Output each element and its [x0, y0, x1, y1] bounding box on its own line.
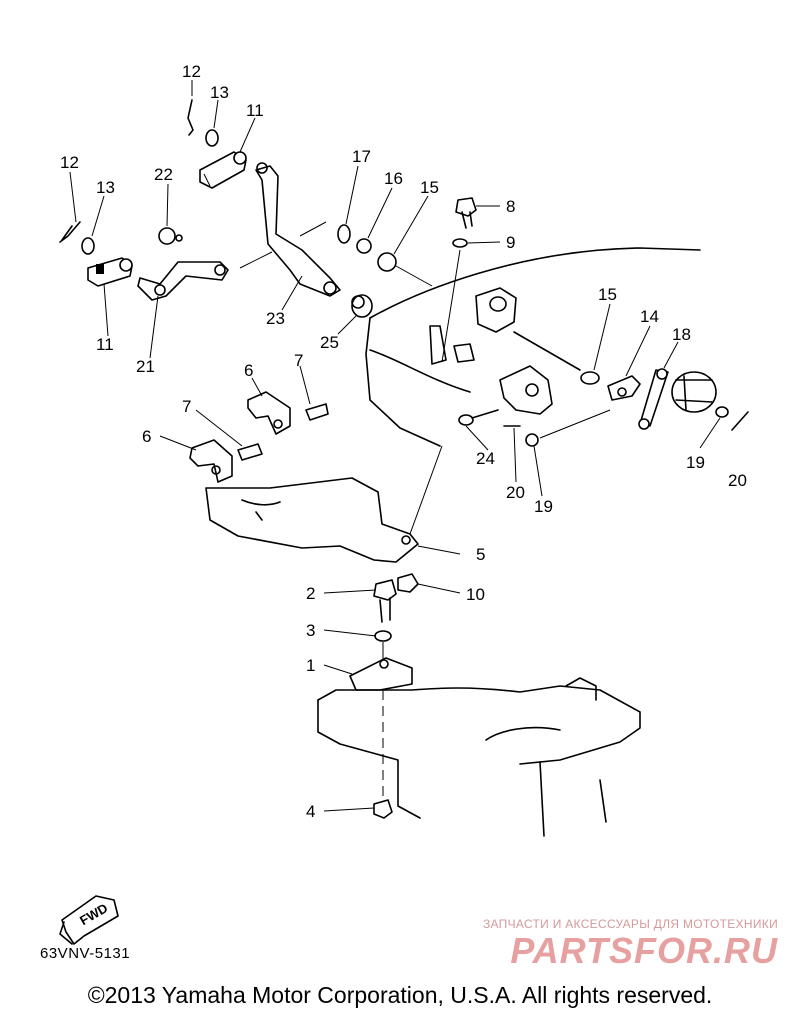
lever-assembly [475, 287, 581, 415]
cam-knob [671, 371, 717, 413]
watermark-logo: PARTSFOR.RU [510, 930, 778, 971]
nut-22 [158, 227, 176, 245]
callout-12-upper: 12 [182, 62, 201, 81]
callout-6-lower: 6 [142, 427, 151, 446]
cotter-pin-12-left [59, 221, 81, 243]
callout-20-center: 20 [506, 483, 525, 502]
callout-16: 16 [384, 169, 403, 188]
callout-15-upper: 15 [420, 178, 439, 197]
lower-case [317, 677, 641, 837]
shift-rod-21 [137, 261, 229, 301]
washer-19-center [525, 433, 539, 447]
callout-2: 2 [306, 584, 315, 603]
washer-3 [374, 630, 392, 642]
shift-lever-23 [255, 165, 341, 297]
washer-13-upper [205, 129, 219, 147]
nut-15-upper [377, 252, 397, 272]
callout-6-upper: 6 [244, 361, 253, 380]
callout-7-upper: 7 [294, 351, 303, 370]
callout-7-lower: 7 [182, 397, 191, 416]
washer-13-left [81, 237, 95, 255]
callout-1: 1 [306, 656, 315, 675]
bracket-6-upper [247, 391, 291, 435]
parts-artwork [59, 80, 749, 837]
callout-15-right: 15 [598, 285, 617, 304]
washer-17 [337, 224, 351, 244]
joint-11-upper [199, 151, 247, 189]
callout-18: 18 [672, 325, 691, 344]
callout-13-left: 13 [96, 178, 115, 197]
callout-13-upper: 13 [210, 83, 229, 102]
pin-7-lower [237, 443, 263, 461]
callout-11-left: 11 [96, 335, 114, 354]
bracket-6-lower [189, 439, 233, 483]
nut-10 [397, 573, 419, 593]
bracket-housing [365, 247, 701, 447]
callout-labels: 12 13 11 12 13 22 11 21 23 17 16 15 8 9 … [60, 62, 747, 821]
bolt-2 [373, 579, 397, 623]
collar-25 [351, 294, 373, 318]
callout-11-upper: 11 [246, 101, 264, 120]
cotter-pin-12-upper [187, 99, 194, 136]
callout-20-right: 20 [728, 471, 747, 490]
callout-3: 3 [306, 621, 315, 640]
screw-24 [458, 409, 499, 426]
bolt-8 [455, 197, 477, 229]
joint-11-left [87, 257, 133, 287]
bracket-1 [349, 657, 413, 691]
callout-22: 22 [154, 165, 173, 184]
callout-9: 9 [506, 233, 515, 252]
callout-21: 21 [136, 357, 155, 376]
callout-12-left: 12 [60, 153, 79, 172]
washer-19-right [715, 406, 729, 418]
leader-lines [69, 80, 721, 812]
callout-17: 17 [352, 147, 371, 166]
callout-10: 10 [466, 585, 485, 604]
pin-7-upper [305, 403, 329, 421]
callout-23: 23 [266, 309, 285, 328]
callout-4: 4 [306, 802, 315, 821]
callout-5: 5 [476, 545, 485, 564]
washer-15-right [580, 371, 600, 385]
callout-19-right: 19 [686, 453, 705, 472]
callout-24: 24 [476, 449, 495, 468]
pin-14 [607, 375, 641, 401]
nut-4 [373, 799, 393, 819]
fwd-arrow-icon: FWD [59, 895, 119, 945]
spring-washer-16 [356, 238, 372, 254]
callout-25: 25 [320, 333, 339, 352]
diagram-code: 63VNV-5131 [40, 945, 131, 962]
watermark-tagline: ЗАПЧАСТИ И АКСЕССУАРЫ ДЛЯ МОТОТЕХНИКИ [482, 917, 778, 931]
callout-8: 8 [506, 197, 515, 216]
callout-19-center: 19 [534, 497, 553, 516]
plate-5 [205, 477, 419, 563]
cotter-pin-20-right [731, 411, 749, 431]
copyright-notice: ©2013 Yamaha Motor Corporation, U.S.A. A… [87, 982, 713, 1008]
callout-14: 14 [640, 307, 659, 326]
washer-9 [452, 238, 468, 248]
link-18 [638, 368, 669, 430]
